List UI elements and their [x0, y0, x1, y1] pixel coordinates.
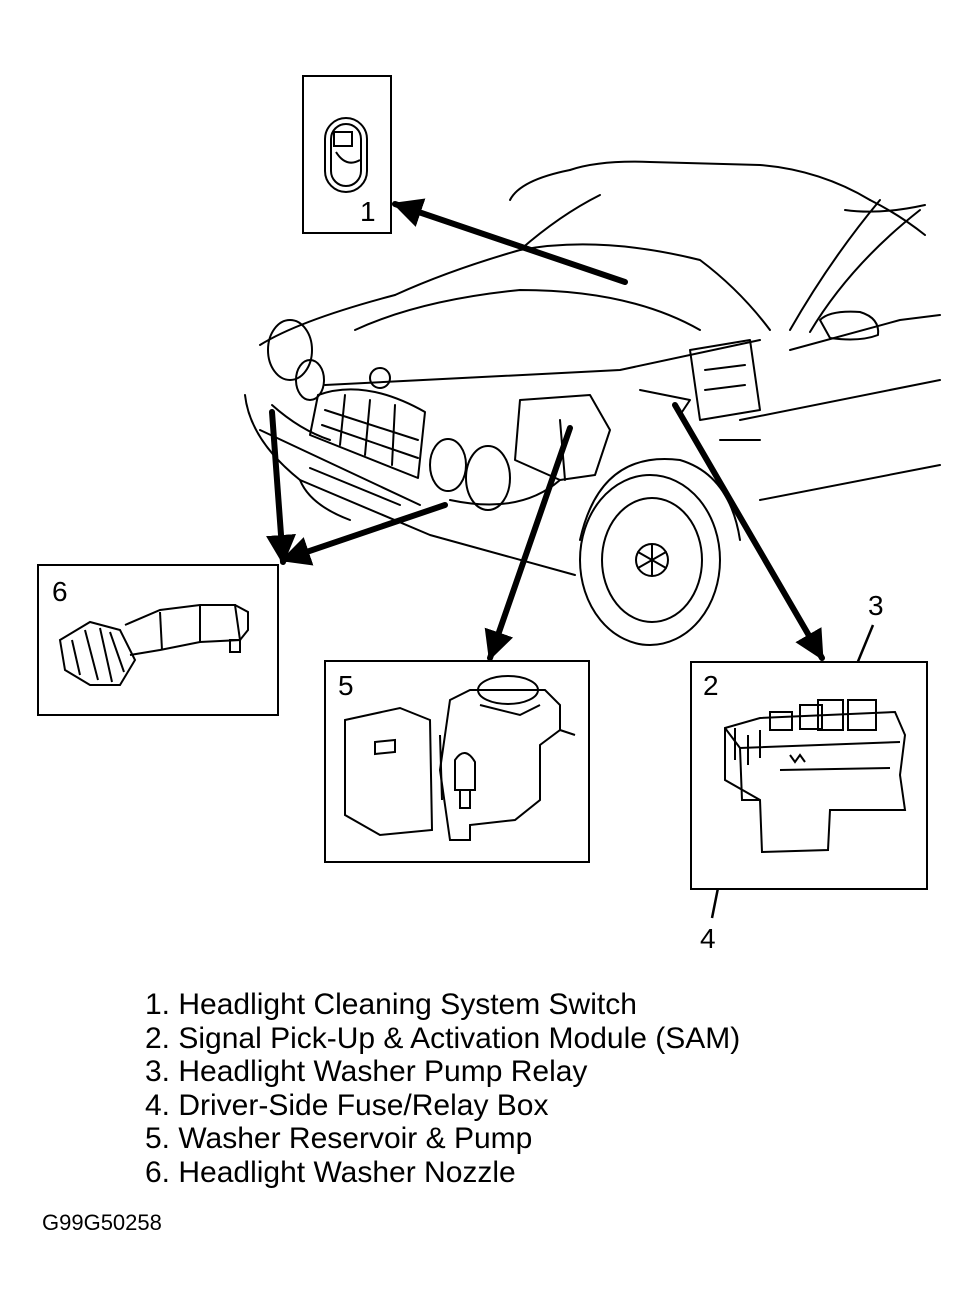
box-5-reservoir-detail: 5	[324, 660, 590, 863]
legend-item-3: 3. Headlight Washer Pump Relay	[145, 1055, 588, 1088]
arrow-to-switch	[392, 198, 628, 285]
box-6-nozzle-detail: 6	[37, 564, 279, 716]
legend-item-1: 1. Headlight Cleaning System Switch	[145, 988, 637, 1021]
arrow-nozzle-left	[266, 409, 296, 565]
arrows	[266, 198, 825, 661]
nozzle-icon	[58, 604, 249, 686]
reservoir-icon	[344, 675, 576, 841]
sam-module-icon	[724, 699, 907, 854]
callout-1: 1	[360, 196, 376, 227]
legend-item-2: 2. Signal Pick-Up & Activation Module (S…	[145, 1021, 741, 1055]
legend-item-6: 6. Headlight Washer Nozzle	[145, 1155, 516, 1189]
arrow-to-reservoir	[484, 425, 573, 661]
arrow-to-sam	[672, 402, 825, 661]
figure-code: G99G50258	[42, 1210, 162, 1235]
car-illustration	[244, 160, 941, 646]
switch-icon	[324, 117, 368, 193]
box-1-switch-detail: 1	[302, 75, 392, 234]
legend-item-5: 5. Washer Reservoir & Pump	[145, 1122, 533, 1155]
legend-list: 1. Headlight Cleaning System Switch 2. S…	[145, 988, 740, 1189]
arrow-nozzle-right	[280, 502, 448, 566]
box-2-sam-detail: 2	[690, 661, 928, 890]
callout-2: 2	[703, 670, 719, 701]
callout-5: 5	[338, 670, 354, 701]
callout-3: 3	[868, 590, 884, 621]
callout-4: 4	[700, 923, 716, 954]
legend-item-4: 4. Driver-Side Fuse/Relay Box	[145, 1088, 549, 1122]
callout-6: 6	[52, 576, 68, 607]
